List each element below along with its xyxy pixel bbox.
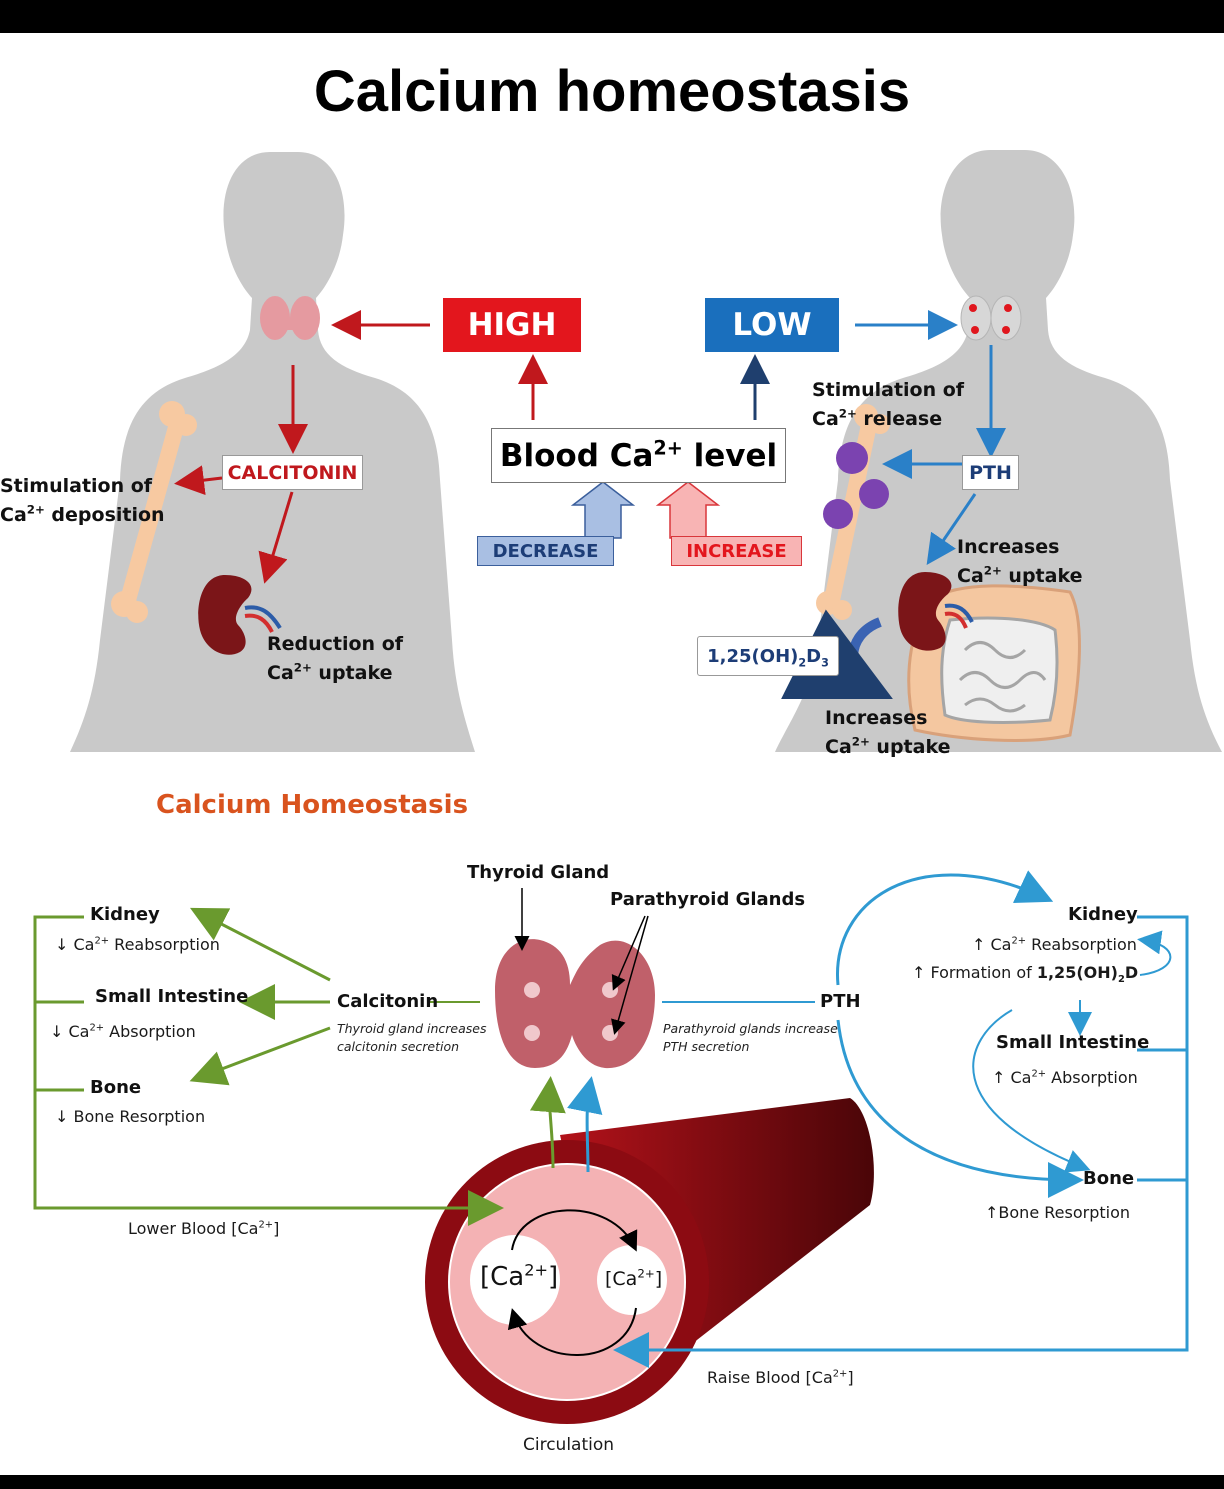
circulation-label: Circulation [523,1435,615,1455]
calcium-small-label: [Ca2+] [605,1266,663,1290]
left-stimulation-text: Stimulation of Ca2+ deposition [0,475,165,526]
decrease-label: DECREASE [492,540,599,562]
left-body-silhouette [70,152,475,752]
right-thyroid-icon [960,295,1022,341]
right-intestine-text: Increases Ca2+ uptake [825,707,951,758]
calcitonin-box: CALCITONIN [222,455,363,490]
calcium-large-label: [Ca2+] [480,1260,559,1292]
pth-label: PTH [820,991,861,1012]
increase-label: INCREASE [686,540,787,562]
parathyroid-glands-label: Parathyroid Glands [610,889,806,910]
right-kidney-icon [898,572,974,651]
right-stimulation-text: Stimulation of Ca2+ release [812,379,965,430]
calcitonin-note: Thyroid gland increases calcitonin secre… [337,1021,487,1054]
left-kidney-label: Kidney [90,904,160,925]
left-thyroid-icon [260,296,320,340]
pth-top-label: PTH [969,461,1012,484]
low-label: LOW [732,307,812,343]
vitamin-d-box: 1,25(OH)2D3 [697,636,839,676]
vitamin-d-label: 1,25(OH)2D3 [707,645,829,670]
decrease-box: DECREASE [477,536,614,566]
right-intestine-label: Small Intestine [996,1032,1150,1053]
right-kidney-label: Kidney [1068,904,1138,925]
bottom-diagram [33,870,1189,1424]
bottom-bar [0,1475,1224,1489]
pth-note: Parathyroid glands increase PTH secretio… [663,1021,838,1054]
page-title: Calcium homeostasis [313,59,911,124]
right-bone-effect: ↑Bone Resorption [985,1203,1130,1222]
left-intestine-effect: ↓ Ca2+ Absorption [50,1022,196,1041]
calcitonin-label: Calcitonin [337,991,439,1012]
right-intestine-effect: ↑ Ca2+ Absorption [992,1068,1138,1087]
left-reduction-text: Reduction of Ca2+ uptake [267,633,404,684]
left-intestine-label: Small Intestine [95,986,249,1007]
right-bone-icon [816,404,890,620]
right-kidney-effect-1: ↑ Ca2+ Reabsorption [972,935,1137,954]
thyroid-gland-label: Thyroid Gland [467,862,610,883]
calcium-pool-large [470,1235,560,1325]
calcitonin-top-label: CALCITONIN [227,461,358,484]
calcium-pool-small [597,1245,667,1315]
right-intestine-icon [907,584,1081,742]
increase-box: INCREASE [671,536,802,566]
increase-arrow-shape [655,481,721,539]
left-kidney-icon [198,575,282,655]
low-box: LOW [705,298,839,352]
blood-ca-level-box: Blood Ca2+ level [491,428,786,483]
left-bone-icon [111,401,197,623]
left-bone-label: Bone [90,1077,142,1098]
lower-blood-label: Lower Blood [Ca2+] [128,1219,280,1238]
right-kidney-effect-2: ↑ Formation of 1,25(OH)2D [912,963,1139,986]
right-bone-label: Bone [1083,1168,1135,1189]
top-illustration [70,150,1222,752]
high-box: HIGH [443,298,581,352]
high-label: HIGH [467,307,557,343]
bottom-heading: Calcium Homeostasis [156,790,469,820]
thyroid-gland-icon [495,939,655,1069]
decrease-arrow-shape [570,481,636,539]
left-bone-effect: ↓ Bone Resorption [55,1107,206,1126]
raise-blood-label: Raise Blood [Ca2+] [707,1368,854,1387]
top-bar [0,0,1224,33]
pth-box: PTH [962,455,1019,490]
blood-ca-level-label: Blood Ca2+ level [499,436,778,474]
right-kidney-text: Increases Ca2+ uptake [957,536,1083,587]
left-kidney-effect: ↓ Ca2+ Reabsorption [55,935,220,954]
